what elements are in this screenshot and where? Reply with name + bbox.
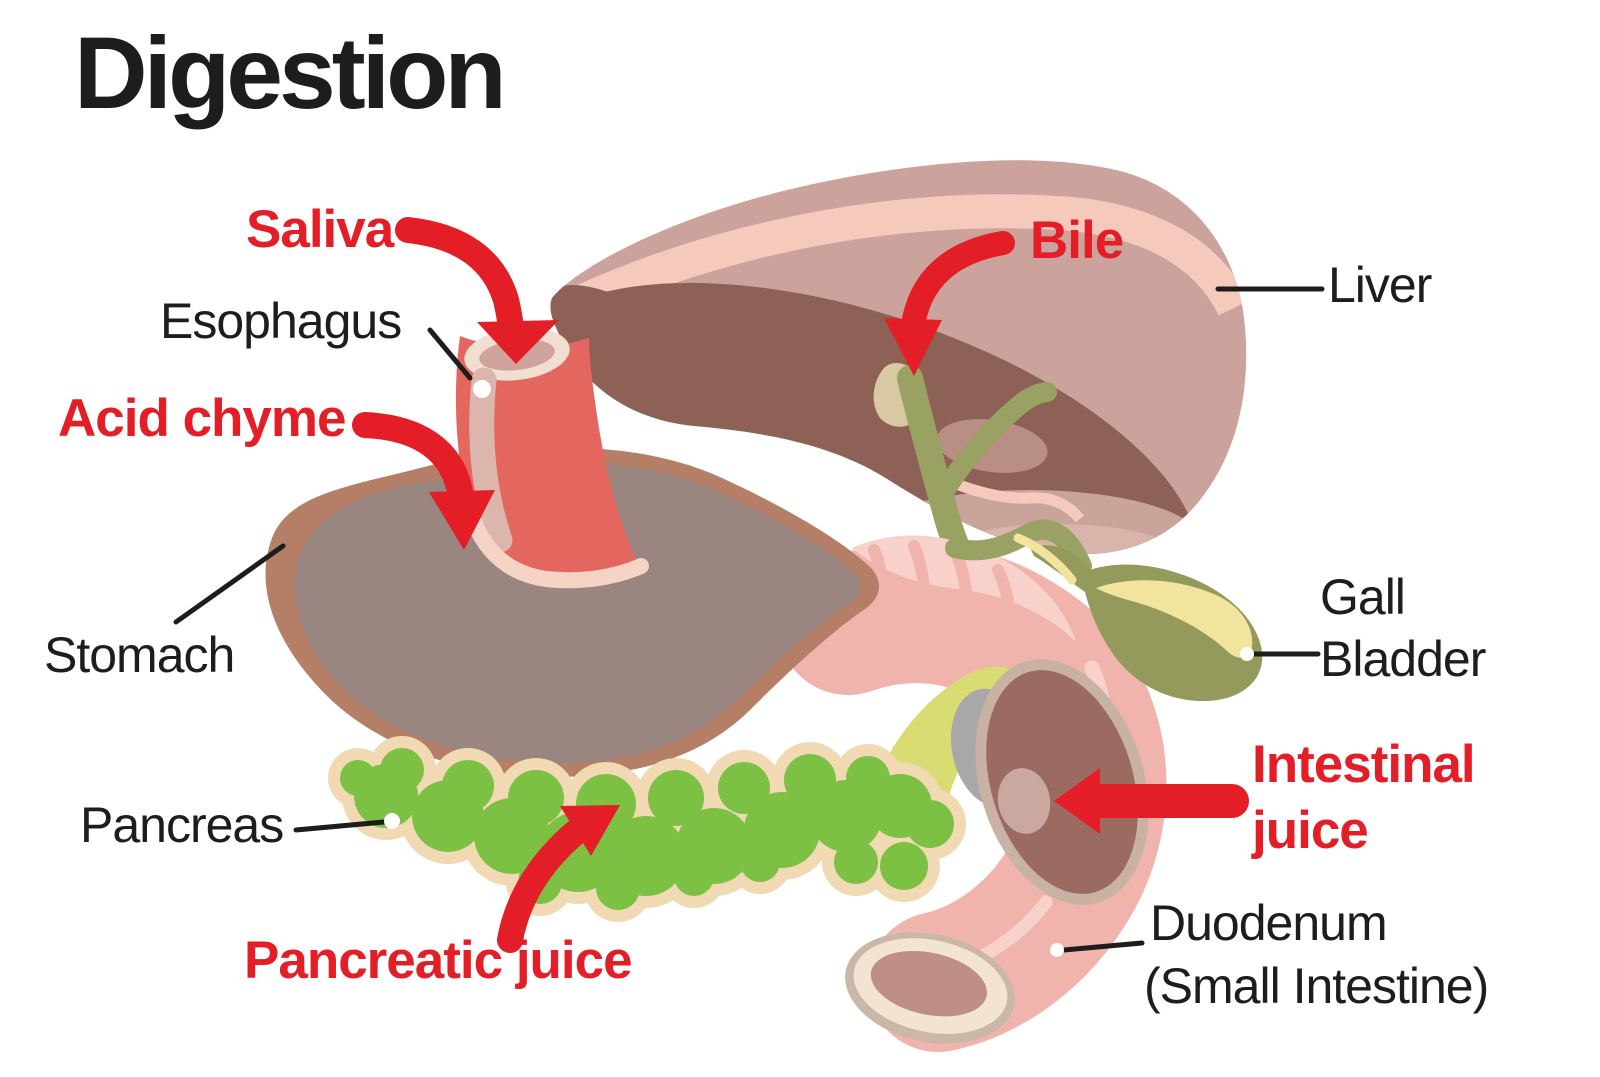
gall-bladder-neck-bile — [1013, 533, 1077, 585]
connector-dots — [384, 380, 1254, 957]
bile-arrow-tail — [901, 231, 1015, 337]
esophagus-base-band — [466, 514, 649, 589]
saliva-arrow-tail — [395, 217, 524, 341]
gall-bladder-neck — [945, 519, 1092, 576]
stomach — [265, 447, 880, 778]
duodenum-connector-line — [1061, 940, 1145, 953]
duodenum-end-lumen — [870, 950, 987, 1017]
duodenum-connector-dot — [1050, 943, 1064, 957]
acid-chyme-arrow-head — [429, 490, 495, 550]
saliva-arrow-head — [477, 320, 559, 364]
label-duodenum-line2: (Small Intestine) — [1144, 958, 1489, 1014]
esophagus — [455, 327, 649, 589]
connector-lines — [173, 286, 1325, 953]
pancreas — [328, 736, 966, 922]
pancreas-connector-line — [293, 819, 387, 833]
bile-duct-branch — [934, 382, 1057, 502]
diagram-title: Digestion — [74, 16, 507, 130]
esophagus-connector-line — [427, 327, 473, 381]
label-bile: Bile — [1030, 211, 1124, 270]
liver-highlight-band — [550, 194, 1247, 334]
gall-bladder-connector-dot — [1240, 647, 1254, 661]
stomach-connector-line — [173, 543, 286, 625]
duodenum-end-opening — [845, 932, 1015, 1044]
label-gall-bladder-line1: Gall — [1320, 569, 1406, 625]
label-liver: Liver — [1328, 257, 1432, 313]
gall-bladder-bile — [1096, 580, 1253, 658]
pancreas-connector-dot — [384, 813, 400, 829]
bile-arrow-head — [884, 318, 942, 376]
esophagus-connector-dot — [473, 380, 491, 398]
esophagus-highlight — [469, 367, 513, 553]
label-saliva: Saliva — [246, 200, 394, 259]
label-intestinal-juice-line1: Intestinal — [1252, 735, 1476, 794]
gall-bladder-body — [1030, 545, 1263, 702]
duodenum-folds — [866, 540, 1017, 670]
label-duodenum-line1: Duodenum — [1150, 895, 1388, 951]
duodenal-papilla — [997, 768, 1051, 834]
duodenum-lumen — [986, 670, 1138, 894]
label-intestinal-juice-line2: juice — [1252, 801, 1369, 860]
label-pancreatic-juice: Pancreatic juice — [244, 931, 633, 990]
intestinal-juice-arrow-head — [1054, 768, 1100, 834]
pancreatic-juice-arrow-head — [560, 805, 620, 856]
gall-bladder — [945, 519, 1263, 702]
liver-tip-shadow — [550, 285, 707, 415]
acid-chyme-arrow-tail — [352, 412, 474, 511]
arrow-tails — [352, 217, 1249, 953]
pancreas-lumps — [340, 748, 954, 910]
label-esophagus: Esophagus — [160, 293, 402, 349]
secretion-arrows — [352, 217, 1249, 953]
label-stomach: Stomach — [44, 627, 235, 683]
duodenum — [778, 535, 1167, 1052]
arrow-heads — [429, 318, 1100, 856]
pancreatic-juice-arrow-tail — [497, 819, 589, 953]
label-acid-chyme: Acid chyme — [58, 389, 347, 448]
stomach-body — [294, 462, 861, 763]
label-gall-bladder-line2: Bladder — [1320, 631, 1486, 687]
label-pancreas: Pancreas — [80, 797, 284, 853]
